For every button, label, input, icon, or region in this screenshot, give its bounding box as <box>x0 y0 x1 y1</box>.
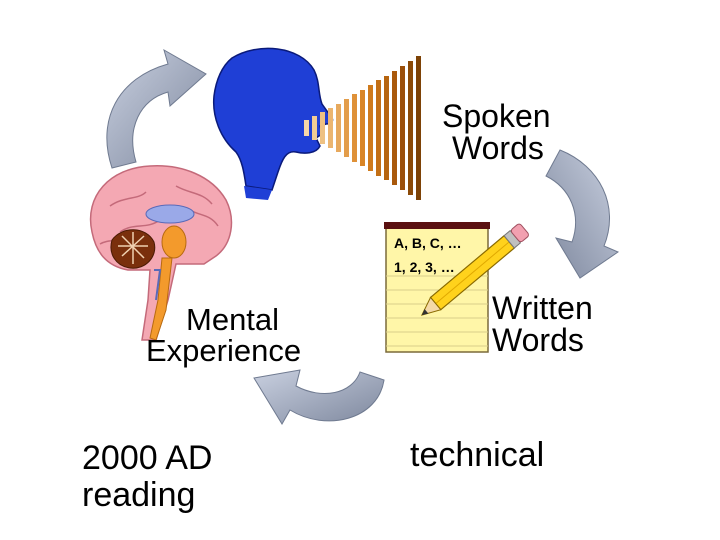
reading-label: 2000 AD reading <box>82 439 213 515</box>
notepad-numbers: 1, 2, 3, … <box>394 259 455 275</box>
written-words-line1: Written <box>492 290 593 326</box>
cycle-arrow-icon <box>253 369 385 425</box>
mental-experience-line1: Mental <box>186 302 280 337</box>
sound-waves-icon <box>304 56 421 200</box>
reading-line2: reading <box>82 476 196 515</box>
technical-label: technical <box>410 436 545 474</box>
cycle-arrow-icon <box>106 48 207 169</box>
written-words-line2: Words <box>492 322 584 358</box>
spoken-words-line2: Words <box>452 130 544 166</box>
spoken-words-line1: Spoken <box>442 98 551 134</box>
mental-experience-line2: Experience <box>146 333 302 368</box>
written-words-label: Written Words <box>492 292 593 356</box>
cycle-arrow-icon <box>545 149 620 279</box>
notepad-text: A, B, C, … 1, 2, 3, … <box>394 231 462 279</box>
notepad-icon <box>384 222 490 353</box>
head-silhouette-icon <box>212 47 334 200</box>
mental-experience-label: Mental Experience <box>146 304 301 366</box>
reading-line1: 2000 AD <box>82 439 213 477</box>
notepad-letters: A, B, C, … <box>394 235 462 251</box>
spoken-words-label: Spoken Words <box>442 100 551 164</box>
brain-cross-section-icon <box>89 165 233 341</box>
pencil-icon <box>420 223 529 316</box>
